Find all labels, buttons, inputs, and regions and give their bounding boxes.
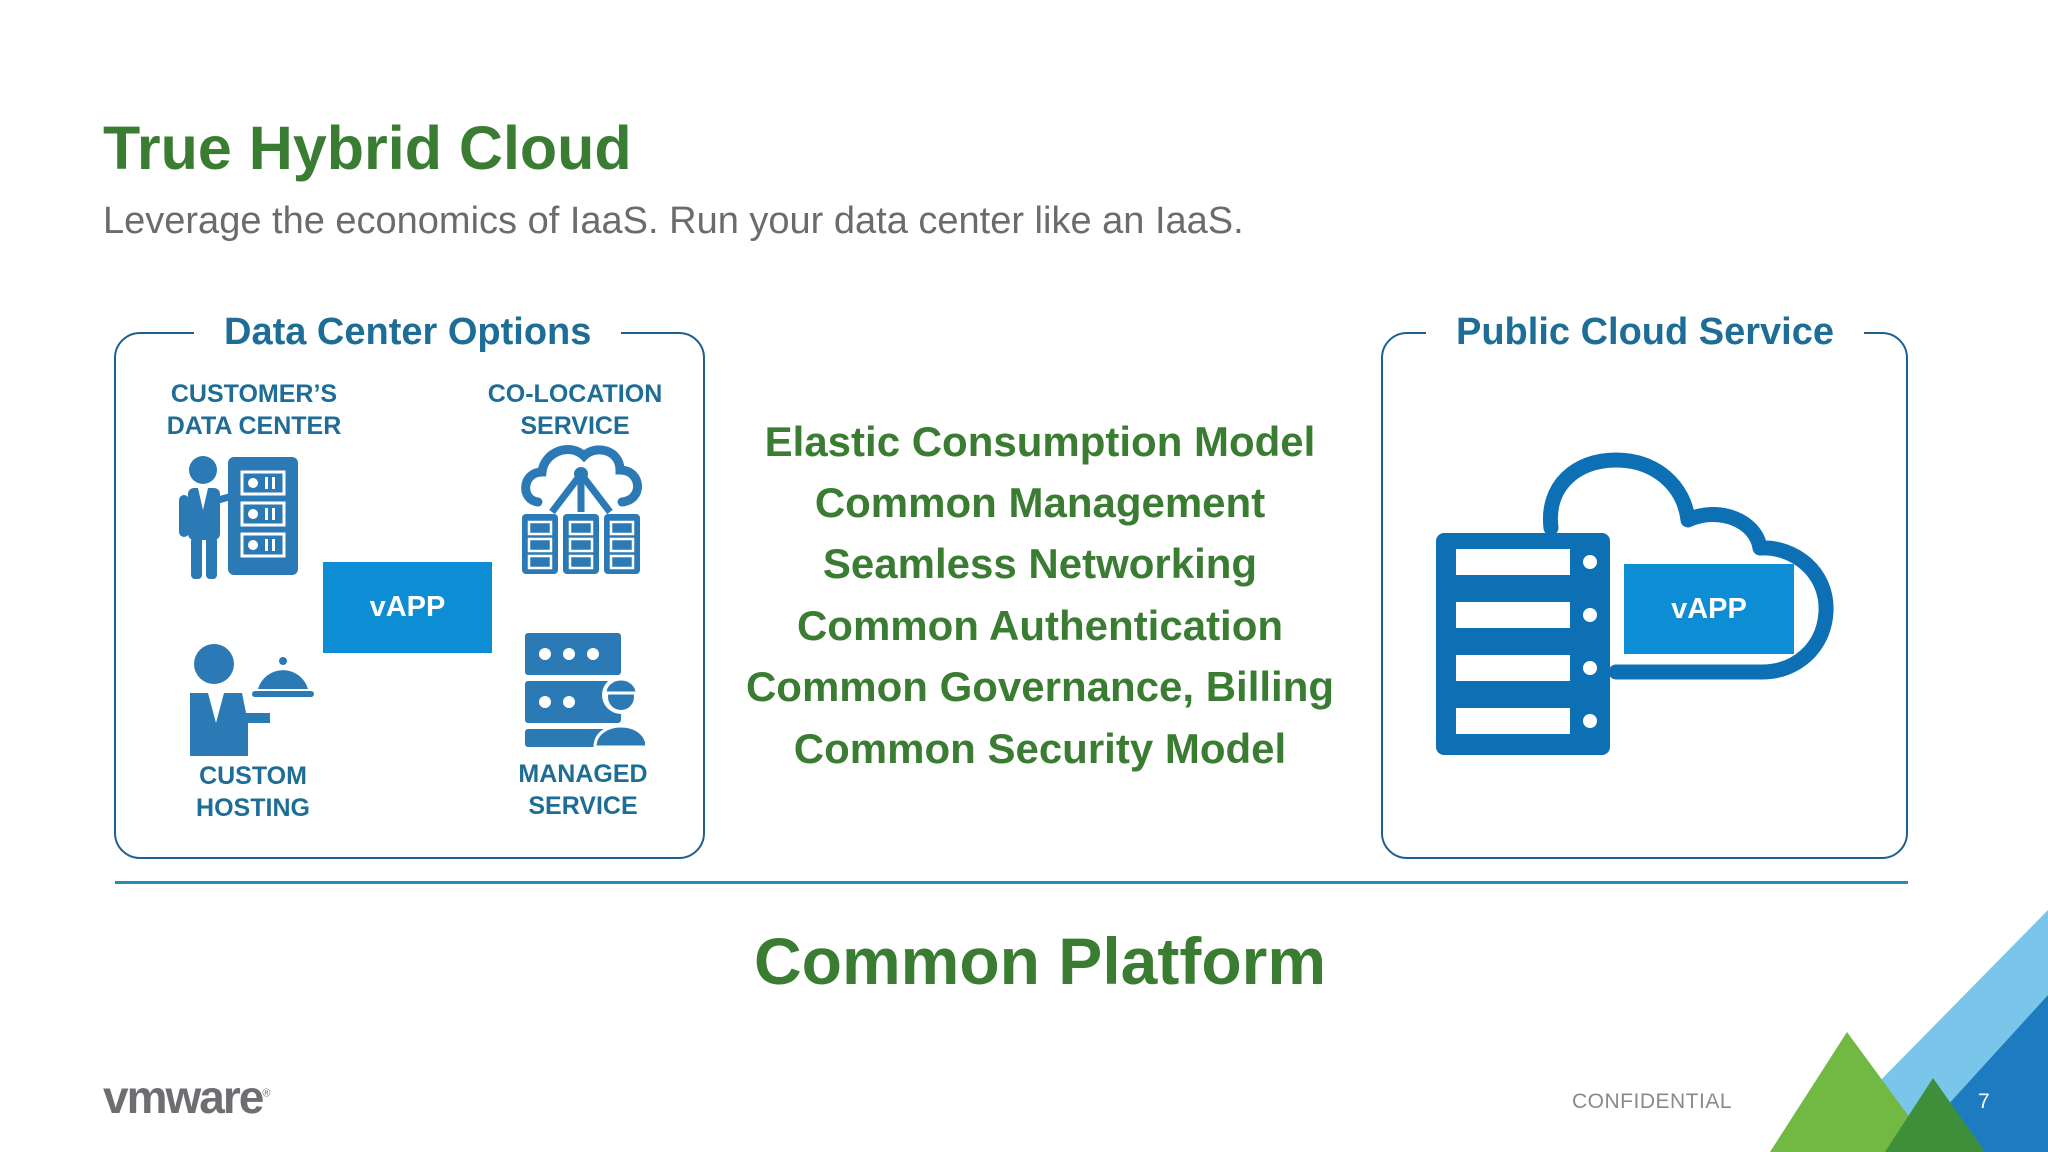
slide-title: True Hybrid Cloud (103, 114, 632, 182)
colocation-cloud-icon (521, 445, 642, 574)
vapp-block-public-cloud: vAPP (1624, 564, 1794, 654)
feature-item: Common Governance, Billing (745, 663, 1335, 710)
custom-hosting-label: CUSTOM HOSTING (196, 762, 310, 822)
server-cloud-icon (1436, 452, 1834, 755)
page-number: 7 (1978, 1090, 1990, 1113)
public-cloud-service-heading: Public Cloud Service (1426, 313, 1864, 351)
customer-data-center-icon (179, 456, 298, 579)
feature-item: Common Authentication (796, 602, 1284, 649)
slide-subtitle: Leverage the economics of IaaS. Run your… (103, 200, 1244, 242)
vapp-block-datacenter: vAPP (323, 562, 492, 653)
vmware-logo: vmware® (103, 1071, 271, 1123)
data-center-options-heading: Data Center Options (194, 313, 622, 351)
corner-triangles-decoration (1770, 910, 2048, 1152)
managed-service-icon (525, 633, 645, 749)
feature-item: Elastic Consumption Model (764, 418, 1316, 465)
feature-item: Common Security Model (793, 725, 1287, 772)
custom-hosting-icon (190, 644, 314, 756)
feature-item: Seamless Networking (822, 540, 1258, 587)
common-platform-label: Common Platform (753, 924, 1327, 998)
platform-divider (115, 881, 1908, 884)
colocation-service-label: CO-LOCATION SERVICE (487, 380, 663, 440)
managed-service-label: MANAGED SERVICE (518, 760, 648, 820)
customers-data-center-label: CUSTOMER’S DATA CENTER (166, 380, 342, 440)
feature-item: Common Management (814, 479, 1266, 526)
confidential-label: CONFIDENTIAL (1572, 1090, 1733, 1113)
